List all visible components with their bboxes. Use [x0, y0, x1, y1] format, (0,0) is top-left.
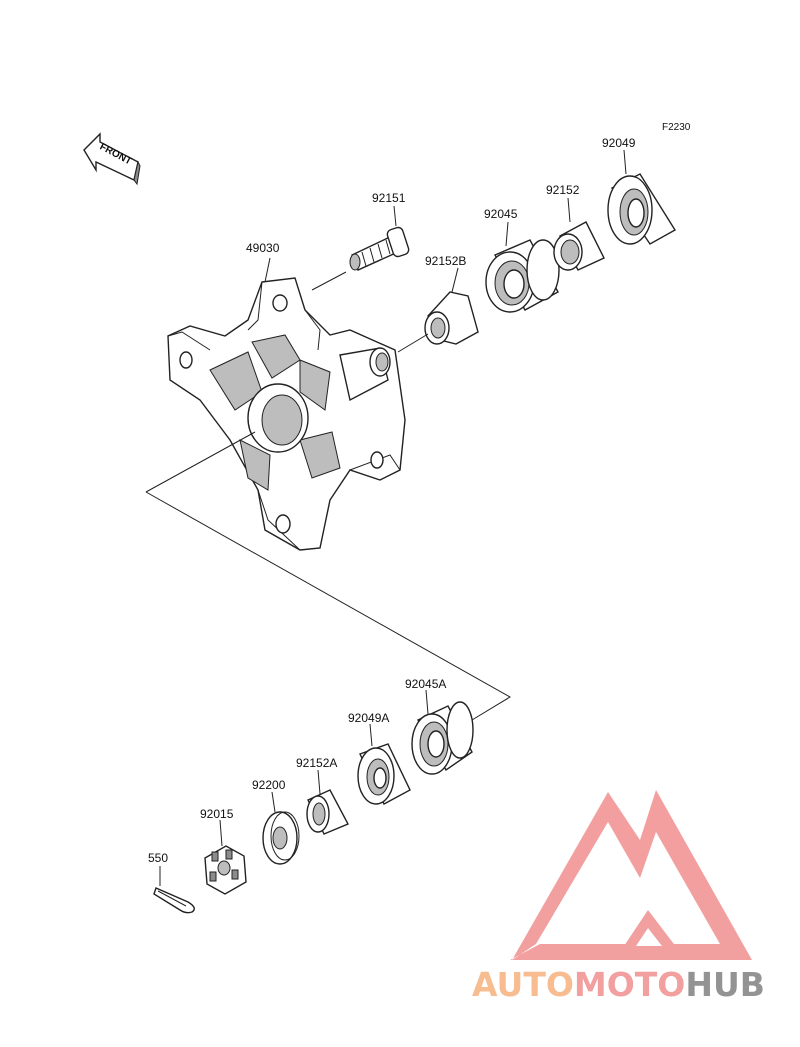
diagram-code: F2230	[662, 122, 691, 133]
label-92152: 92152	[546, 183, 580, 197]
logo-text-auto: AUTO	[472, 965, 574, 1004]
label-92049A: 92049A	[348, 711, 389, 725]
label-92152B: 92152B	[425, 254, 466, 268]
logo-text-moto: MOTO	[574, 965, 685, 1004]
front-direction-arrow: FRONT	[83, 132, 141, 186]
automotohub-logo: AUTOMOTOHUB	[472, 790, 765, 1004]
collar-part-92152A	[306, 789, 349, 835]
label-92200: 92200	[252, 778, 286, 792]
castle-nut-part-92015	[204, 845, 247, 895]
label-550: 550	[148, 851, 168, 865]
label-92049: 92049	[602, 136, 636, 150]
collar-part-92152B	[424, 291, 479, 345]
washer-part-92200	[262, 811, 300, 865]
stud-part-92151	[349, 226, 410, 271]
bearing-part-92045	[485, 239, 560, 313]
oil-seal-part-92049	[607, 173, 676, 245]
cotter-pin-part-550	[153, 887, 195, 914]
label-92045A: 92045A	[405, 677, 446, 691]
label-49030: 49030	[246, 241, 280, 255]
label-92015: 92015	[200, 807, 234, 821]
label-92151: 92151	[372, 191, 406, 205]
bearing-part-92045A	[411, 701, 474, 775]
logo-triangle-mark	[510, 790, 752, 960]
logo-text-hub: HUB	[685, 965, 765, 1004]
label-92152A: 92152A	[296, 756, 337, 770]
oil-seal-part-92049A	[357, 743, 411, 805]
label-92045: 92045	[484, 207, 518, 221]
hub-part-49030	[167, 277, 406, 551]
svg-text:AUTOMOTOHUB: AUTOMOTOHUB	[472, 965, 765, 1004]
collar-part-92152	[553, 221, 605, 271]
